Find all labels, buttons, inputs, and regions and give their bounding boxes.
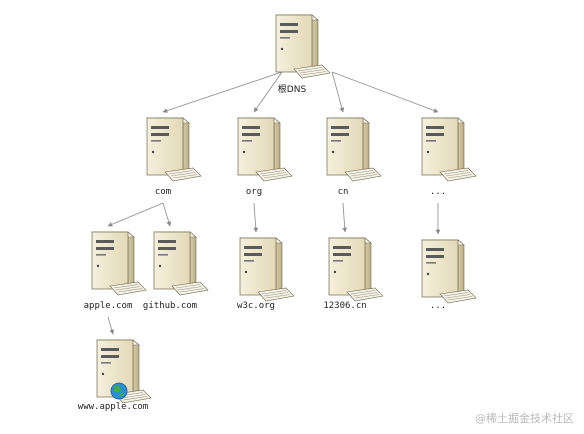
globe-icon bbox=[110, 382, 128, 400]
node-label-org: org bbox=[245, 187, 263, 197]
server-icon-sl-more bbox=[421, 239, 477, 304]
edge-root-tld-more bbox=[331, 71, 439, 113]
edge-root-cn bbox=[331, 71, 345, 113]
server-icon-github bbox=[153, 231, 209, 296]
watermark-text: @稀土掘金技术社区 bbox=[475, 412, 574, 425]
server-icon-12306 bbox=[328, 237, 384, 302]
node-label-apple: apple.com bbox=[83, 301, 133, 311]
server-icon-cn bbox=[326, 117, 382, 182]
node-label-com: com bbox=[154, 187, 172, 197]
server-icon-root bbox=[275, 14, 331, 79]
server-icon-apple bbox=[91, 231, 147, 296]
edge-root-org bbox=[253, 71, 283, 113]
server-icon-com bbox=[146, 117, 202, 182]
server-icon-org bbox=[237, 117, 293, 182]
node-label-tld-more: ... bbox=[429, 187, 447, 197]
edge-org-w3c bbox=[253, 202, 259, 233]
edge-root-com bbox=[162, 71, 283, 113]
node-label-root: 根DNS bbox=[277, 85, 307, 95]
node-label-sl-more: ... bbox=[429, 301, 447, 311]
node-label-www: www.apple.com bbox=[77, 402, 149, 412]
node-label-cn: cn bbox=[337, 187, 349, 197]
server-icon-w3c bbox=[239, 237, 295, 302]
server-icon-tld-more bbox=[421, 117, 477, 182]
edge-com-github bbox=[162, 202, 172, 227]
node-label-github: github.com bbox=[142, 301, 198, 311]
node-label-12306: 12306.cn bbox=[323, 301, 367, 311]
edge-apple-www bbox=[107, 316, 115, 335]
edge-cn-12306 bbox=[342, 202, 348, 233]
edge-com-apple bbox=[107, 202, 164, 227]
node-label-w3c: w3c.org bbox=[237, 301, 275, 311]
